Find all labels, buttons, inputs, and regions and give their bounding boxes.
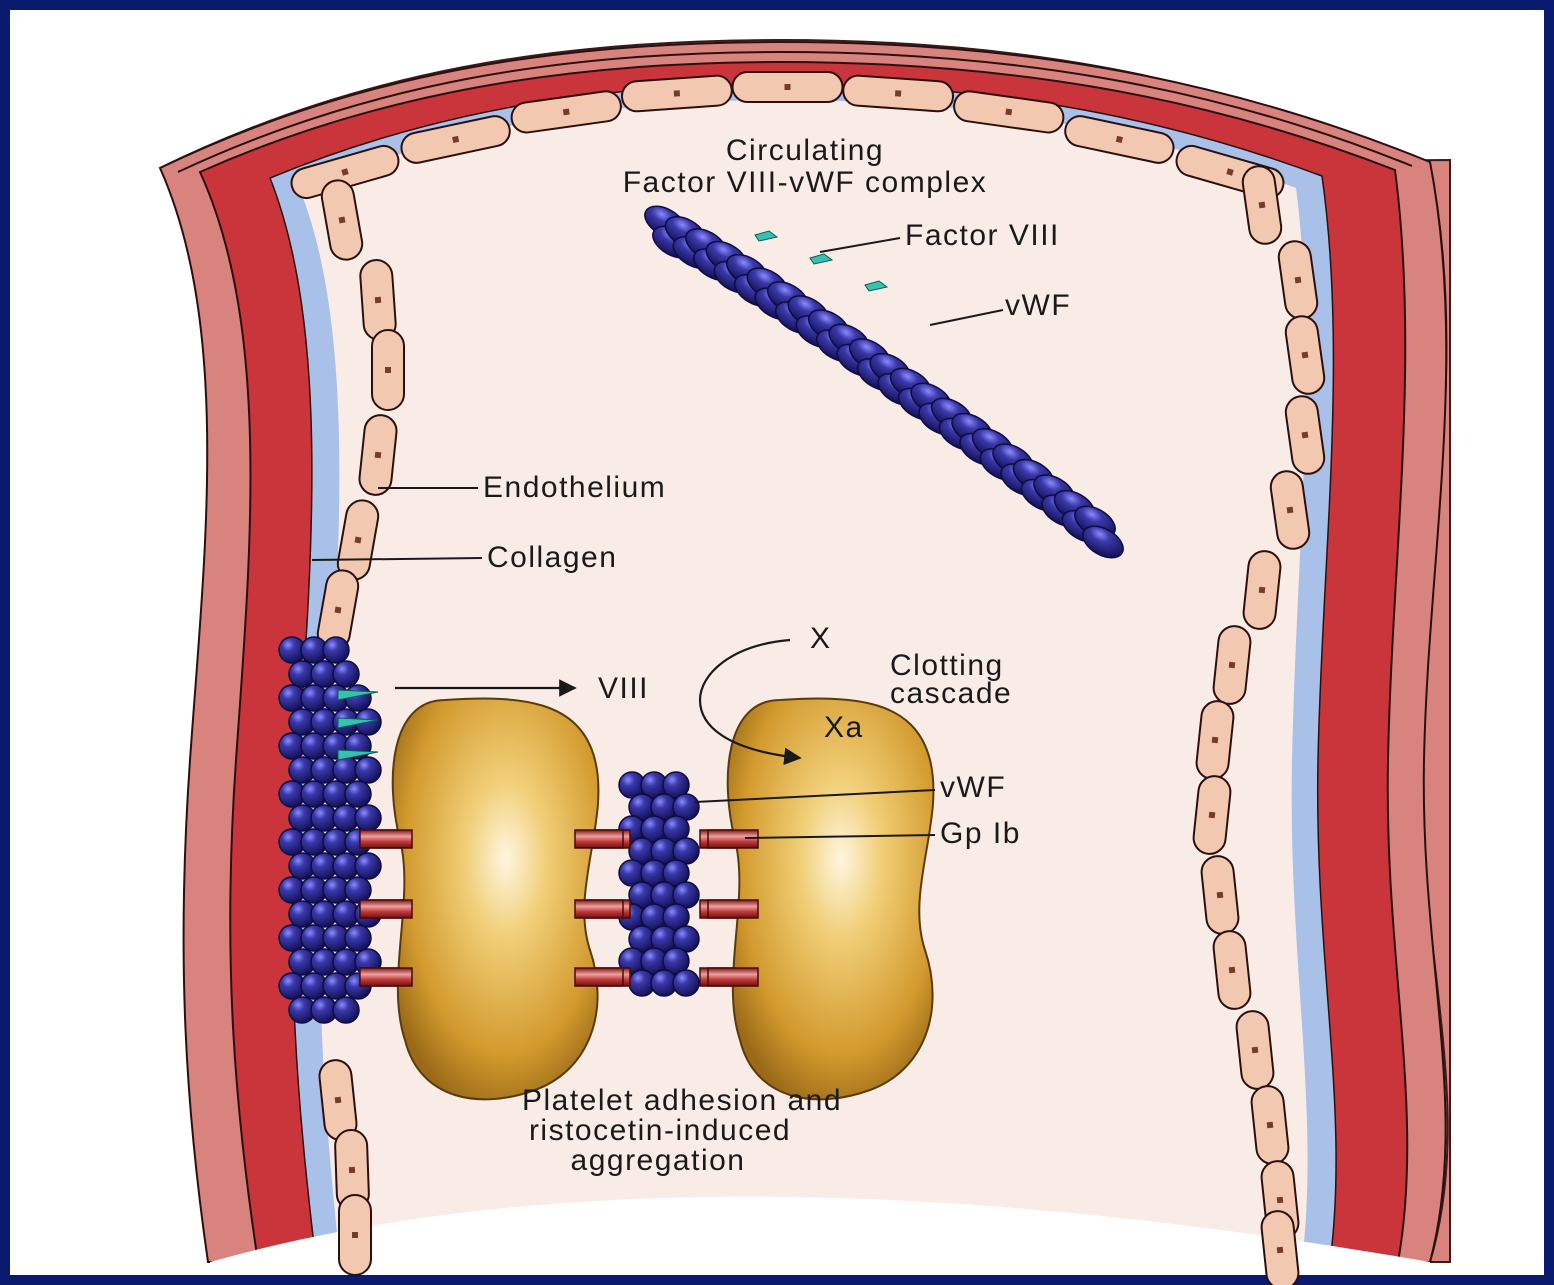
gp-ib-label: Gp Ib xyxy=(940,817,1021,850)
gp-ib-leader xyxy=(745,835,935,838)
collagen-leader xyxy=(312,558,482,560)
title-line-2: Factor VIII-vWF complex xyxy=(623,166,988,199)
caption-line-1: Platelet adhesion and xyxy=(522,1084,842,1117)
title-line-1: Circulating xyxy=(726,134,884,167)
cascade-curved-arrow xyxy=(700,640,800,758)
factor-viii-label: Factor VIII xyxy=(905,219,1060,252)
vwf-top-label: vWF xyxy=(1005,289,1071,322)
x-label: X xyxy=(810,622,832,655)
factor-viii-leader xyxy=(820,238,900,252)
caption-line-3: aggregation xyxy=(571,1144,746,1177)
vwf-bottom-leader xyxy=(695,790,935,802)
vwf-top-leader xyxy=(930,310,1003,325)
vwf-bottom-label: vWF xyxy=(940,771,1006,804)
clotting-line-2: cascade xyxy=(890,677,1012,710)
collagen-label: Collagen xyxy=(487,541,617,574)
xa-label: Xa xyxy=(824,711,864,744)
viii-label: VIII xyxy=(598,672,649,705)
endothelium-label: Endothelium xyxy=(483,471,666,504)
caption-line-2: ristocetin-induced xyxy=(529,1114,791,1147)
